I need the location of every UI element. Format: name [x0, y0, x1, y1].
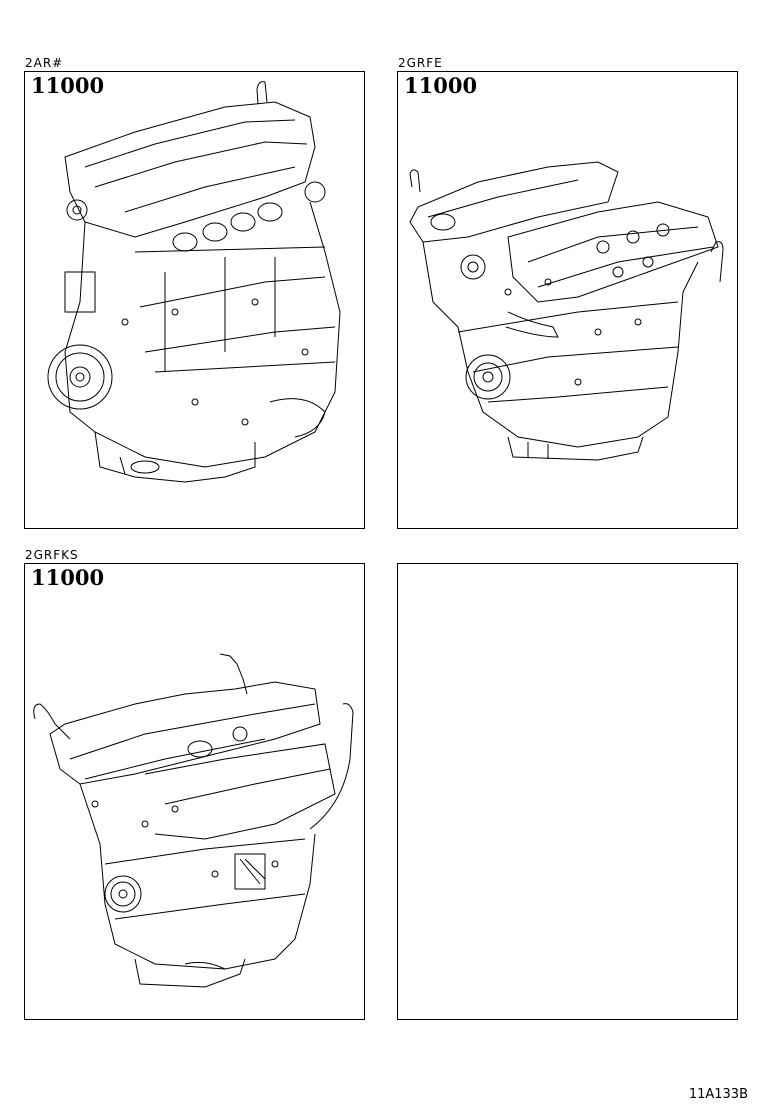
- parts-panel-2grfks: 11000: [24, 563, 365, 1020]
- inline-4-engine-illustration[interactable]: [25, 72, 366, 530]
- engine-code-label: 2GRFKS: [25, 548, 79, 562]
- part-number[interactable]: 11000: [31, 565, 105, 590]
- engine-code-label: 2GRFE: [398, 56, 443, 70]
- part-number[interactable]: 11000: [31, 73, 105, 98]
- v6-engine-fks-illustration[interactable]: [25, 564, 366, 1021]
- parts-panel-2ar: 11000: [24, 71, 365, 529]
- part-number[interactable]: 11000: [404, 73, 478, 98]
- figure-code: 11A133B: [688, 1087, 748, 1102]
- empty-panel: [397, 563, 738, 1020]
- engine-code-label: 2AR#: [25, 56, 64, 70]
- v6-engine-illustration[interactable]: [398, 72, 739, 530]
- parts-panel-2grfe: 11000: [397, 71, 738, 529]
